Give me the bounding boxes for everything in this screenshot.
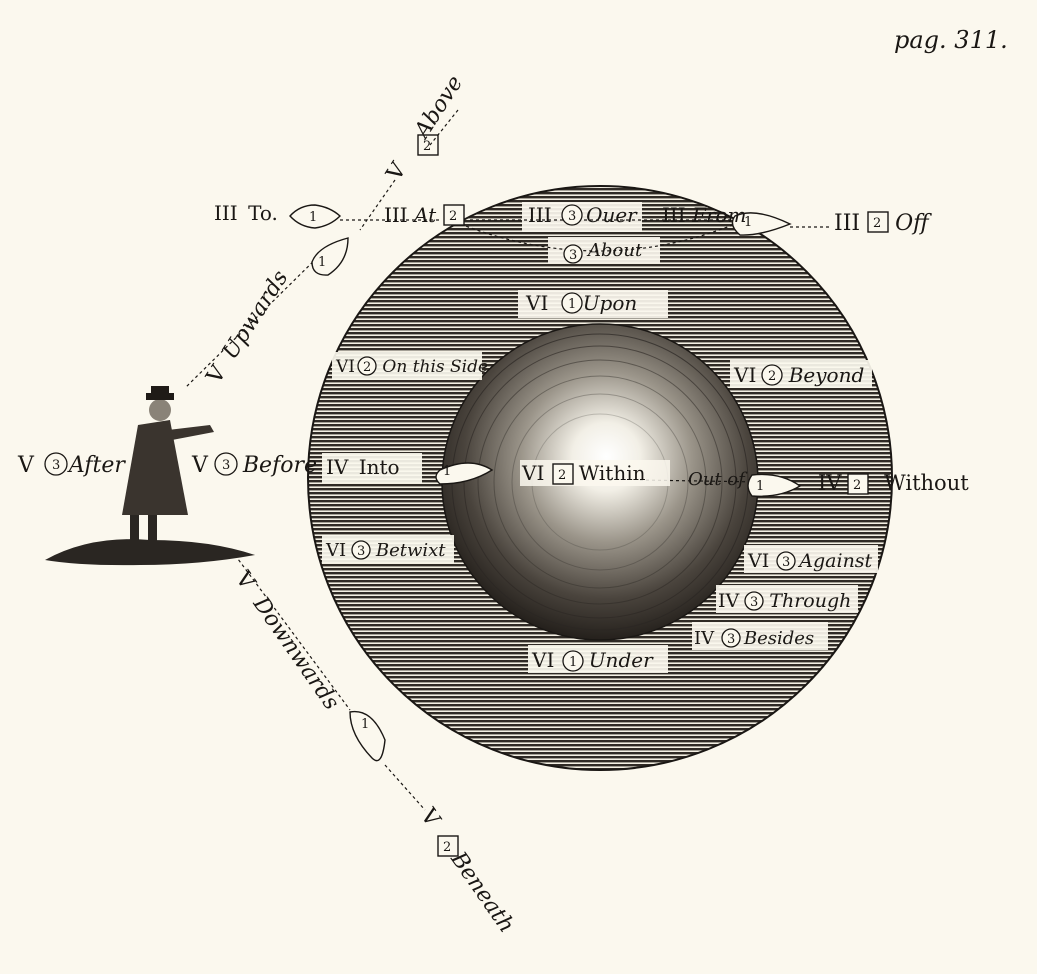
marker-to: 1 (309, 210, 317, 225)
label-plates (322, 202, 878, 673)
page-number: pag. 311. (894, 26, 1008, 54)
marker-from: 1 (744, 215, 752, 230)
within-plate (520, 460, 670, 486)
circle-besides-icon (721, 628, 741, 648)
label-against: VI Against (747, 550, 873, 572)
drop-downwards-icon (349, 710, 386, 762)
label-beneath: V Beneath (415, 803, 519, 937)
drop-into-icon (435, 462, 494, 485)
label-out-of: Out of (688, 469, 748, 490)
label-over: III Ouer (528, 203, 638, 227)
marker-upon: 1 (568, 297, 576, 312)
drop-to-icon (289, 204, 342, 229)
box-without-icon (847, 473, 869, 495)
box-at-icon (443, 204, 465, 226)
label-at: III At (384, 203, 437, 227)
marker-within: 2 (558, 468, 566, 483)
circle-about-icon (563, 244, 583, 264)
box-beneath-icon (437, 835, 459, 857)
label-betwixt: VI Betwixt (325, 540, 446, 561)
marker-above: 2 (423, 139, 431, 154)
label-within: VI Within (521, 461, 646, 485)
label-besides: IV Besides (694, 628, 814, 649)
marker-betwixt: 3 (357, 544, 365, 559)
label-upwards: V Upwards (202, 266, 294, 389)
circle-after-icon (44, 452, 68, 476)
circle-beyond-icon (761, 364, 783, 386)
marker-after: 3 (52, 458, 60, 473)
circle-betwixt-icon (351, 540, 371, 560)
dotted-guides (184, 109, 830, 811)
box-above-icon (417, 134, 439, 156)
box-within-icon (552, 463, 574, 485)
marker-upwards: 1 (318, 255, 326, 270)
marker-over: 3 (568, 209, 576, 224)
label-under: VI Under (531, 648, 654, 672)
label-above: V Above (382, 71, 469, 186)
marker-beyond: 2 (768, 369, 776, 384)
label-through: IV Through (718, 590, 851, 612)
marker-before: 3 (222, 458, 230, 473)
label-beyond: VI Beyond (733, 363, 864, 387)
label-without: IV Without (818, 471, 969, 495)
label-after: V After (17, 453, 126, 478)
label-before: V Before (191, 453, 317, 478)
drop-upwards-icon (311, 237, 349, 276)
label-about: About (586, 240, 643, 261)
drop-out-of-icon (747, 473, 802, 497)
man-figure (45, 386, 255, 566)
marker-besides: 3 (727, 632, 735, 647)
marker-against: 3 (782, 555, 790, 570)
label-from: III From (662, 203, 747, 227)
circle-before-icon (214, 452, 238, 476)
marker-on-this-side: 2 (363, 360, 371, 375)
label-to: III To. (214, 201, 278, 225)
label-on-this-side: VI On this Side (335, 357, 488, 377)
drop-markers (289, 204, 802, 762)
box-off-icon (867, 211, 889, 233)
marker-through: 3 (750, 595, 758, 610)
circle-upon-icon (561, 292, 583, 314)
marker-under: 1 (569, 655, 577, 670)
marker-off: 2 (873, 216, 881, 231)
circle-over-icon (561, 204, 583, 226)
marker-downwards: 1 (361, 717, 369, 732)
marker-into: 1 (443, 464, 451, 479)
circle-under-icon (562, 650, 584, 672)
marker-out-of: 1 (756, 479, 764, 494)
label-off: III Off (834, 211, 932, 236)
label-downwards: V Downwards (230, 566, 344, 714)
circle-through-icon (744, 591, 764, 611)
drop-from-icon (731, 212, 792, 236)
marker-about: 3 (569, 248, 577, 263)
marker-beneath: 2 (443, 840, 451, 855)
label-upon: VI Upon (525, 291, 637, 315)
circle-on-this-side-icon (357, 356, 377, 376)
label-into: IV Into (326, 455, 400, 479)
marker-without: 2 (853, 478, 861, 493)
marker-at: 2 (449, 209, 457, 224)
circle-against-icon (776, 551, 796, 571)
